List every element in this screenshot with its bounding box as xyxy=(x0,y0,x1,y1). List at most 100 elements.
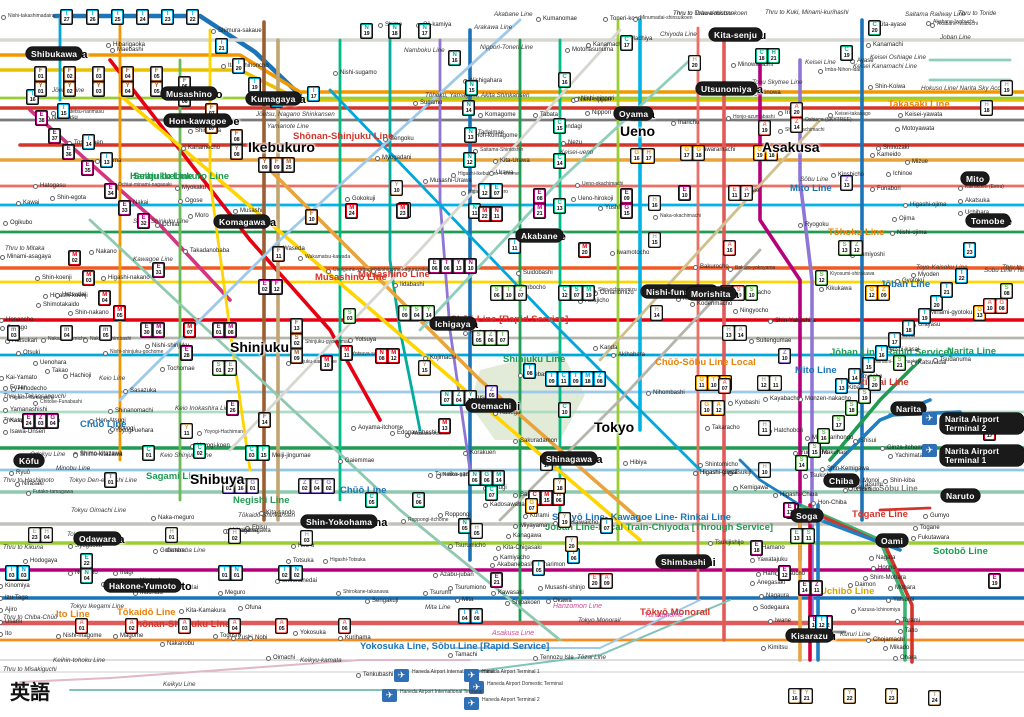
station-marker[interactable] xyxy=(496,546,501,551)
station-marker[interactable] xyxy=(56,634,61,639)
station-marker[interactable] xyxy=(761,646,766,651)
station-marker[interactable] xyxy=(95,159,100,164)
station-marker[interactable] xyxy=(231,636,236,641)
station-marker[interactable] xyxy=(83,338,88,343)
station-marker[interactable] xyxy=(728,401,733,406)
station-marker[interactable] xyxy=(0,326,5,331)
station-marker[interactable] xyxy=(930,23,935,28)
station-marker[interactable] xyxy=(886,598,891,603)
station-marker[interactable] xyxy=(871,566,876,571)
terminal-pill[interactable]: Hon-kawagoe xyxy=(164,114,232,127)
station-marker[interactable] xyxy=(378,23,383,28)
station-marker[interactable] xyxy=(869,556,874,561)
station-marker[interactable] xyxy=(63,374,68,379)
station-marker[interactable] xyxy=(895,127,900,132)
station-marker[interactable] xyxy=(197,431,202,436)
station-marker[interactable] xyxy=(259,511,264,516)
station-marker[interactable] xyxy=(221,64,226,69)
station-marker[interactable] xyxy=(211,29,216,34)
station-marker[interactable] xyxy=(888,454,893,459)
station-marker[interactable] xyxy=(490,563,495,568)
station-marker[interactable] xyxy=(518,373,523,378)
station-marker[interactable] xyxy=(911,273,916,278)
station-marker[interactable] xyxy=(750,581,755,586)
station-marker[interactable] xyxy=(880,446,885,451)
station-marker[interactable] xyxy=(338,636,343,641)
station-marker[interactable] xyxy=(0,596,3,601)
terminal-pill[interactable]: Narita xyxy=(891,402,927,415)
station-marker[interactable] xyxy=(958,199,963,204)
station-marker[interactable] xyxy=(491,591,496,596)
station-marker[interactable] xyxy=(523,514,528,519)
terminal-pill[interactable]: Shin-Yokohama xyxy=(301,515,378,528)
station-marker[interactable] xyxy=(756,572,761,577)
station-marker[interactable] xyxy=(298,256,303,261)
station-marker[interactable] xyxy=(876,146,881,151)
station-marker[interactable] xyxy=(851,609,856,614)
station-marker[interactable] xyxy=(463,331,468,336)
station-marker[interactable] xyxy=(690,302,695,307)
station-marker[interactable] xyxy=(753,606,758,611)
station-marker[interactable] xyxy=(489,171,494,176)
station-marker[interactable] xyxy=(533,656,538,661)
station-marker[interactable] xyxy=(863,576,868,581)
station-marker[interactable] xyxy=(890,231,895,236)
station-marker[interactable] xyxy=(338,459,343,464)
station-marker[interactable] xyxy=(448,586,453,591)
station-marker[interactable] xyxy=(33,361,38,366)
station-marker[interactable] xyxy=(586,43,591,48)
station-marker[interactable] xyxy=(905,160,910,165)
station-marker[interactable] xyxy=(113,634,118,639)
station-marker[interactable] xyxy=(401,519,406,524)
terminal-pill[interactable]: Soga xyxy=(791,509,823,522)
terminal-pill[interactable]: Kita-senju xyxy=(709,28,763,41)
station-marker[interactable] xyxy=(759,594,764,599)
station-marker[interactable] xyxy=(705,426,710,431)
station-marker[interactable] xyxy=(160,642,165,647)
station-marker[interactable] xyxy=(870,187,875,192)
station-marker[interactable] xyxy=(36,303,41,308)
station-marker[interactable] xyxy=(886,172,891,177)
station-marker[interactable] xyxy=(291,544,296,549)
terminal-pill[interactable]: Hakone-Yumoto xyxy=(104,579,182,592)
station-marker[interactable] xyxy=(763,397,768,402)
